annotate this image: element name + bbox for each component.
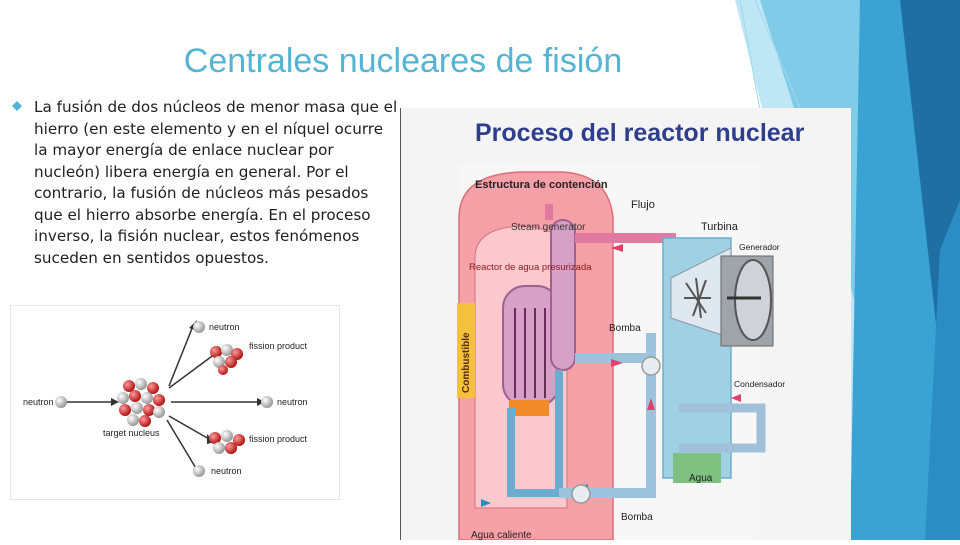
fission-diagram-image: neutron fission product neutron neutron … [10,305,340,500]
label-fission-product-bottom: fission product [249,434,308,444]
label-steam-generator: Steam generator [511,222,586,233]
label-target-nucleus: target nucleus [103,428,160,438]
label-condenser: Condensador [734,379,785,389]
slide-title: Centrales nucleares de fisión [0,42,806,81]
label-pump-top: Bomba [609,323,641,334]
label-generator: Generador [739,242,780,252]
pump-top-icon [642,357,660,375]
diamond-bullet-icon [12,101,22,111]
label-neutron-right: neutron [277,397,308,407]
steam-generator [551,220,575,370]
label-neutron-bottom: neutron [211,466,242,476]
label-turbine: Turbina [701,221,739,233]
label-fission-product-top: fission product [249,341,308,351]
pump-bottom-icon [572,485,590,503]
label-flow: Flujo [631,199,655,211]
label-pressurized-reactor: Reactor de agua presurizada [469,262,592,273]
label-water: Agua [689,473,713,484]
label-neutron-top: neutron [209,322,240,332]
label-fuel: Combustible [461,332,472,393]
reactor-process-image: Proceso del reactor nuclear Copyright © … [400,108,851,540]
label-pump-bottom: Bomba [621,512,653,523]
bullet-text: La fusión de dos núcleos de menor masa q… [34,97,400,269]
label-hot-water: Agua caliente [471,530,532,540]
reactor-title: Proceso del reactor nuclear [475,119,805,147]
label-containment: Estructura de contención [475,179,608,191]
bullet-item: La fusión de dos núcleos de menor masa q… [12,97,400,269]
label-neutron-left: neutron [23,397,54,407]
